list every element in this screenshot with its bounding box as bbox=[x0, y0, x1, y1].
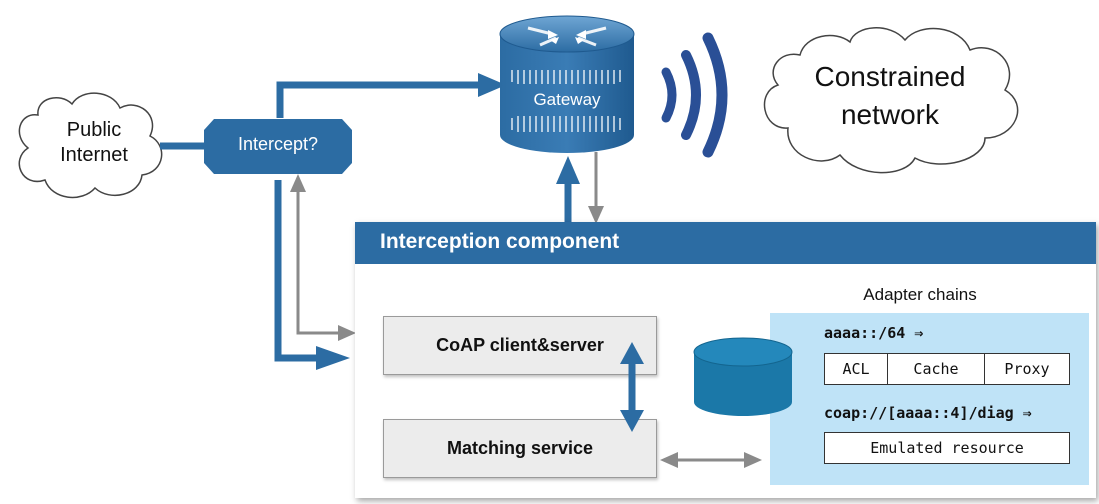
router-icon bbox=[499, 15, 635, 153]
gateway-label: Gateway bbox=[533, 90, 601, 109]
gray-arrowhead-right bbox=[338, 325, 356, 341]
coap-client-server-box[interactable]: CoAP client&server bbox=[383, 316, 657, 375]
constrained-network-cloud bbox=[763, 27, 1019, 174]
adapter-emulated-resource[interactable]: Emulated resource bbox=[870, 439, 1024, 457]
adapter-proxy[interactable]: Proxy bbox=[1004, 360, 1050, 378]
adapter-chain-1: ACL Cache Proxy bbox=[824, 353, 1070, 385]
intercept-to-coap-path bbox=[274, 180, 322, 362]
constrained-network-line2: network bbox=[840, 99, 940, 130]
coap-client-server-label: CoAP client&server bbox=[436, 335, 604, 355]
public-internet-line2: Internet bbox=[60, 144, 128, 166]
adapter-chain-2: Emulated resource bbox=[824, 432, 1070, 464]
adapter-acl[interactable]: ACL bbox=[825, 354, 888, 384]
intercept-to-coap-arrowhead bbox=[316, 346, 350, 370]
component-to-gateway-arrowhead bbox=[556, 156, 580, 184]
matching-service-box[interactable]: Matching service bbox=[383, 419, 657, 478]
public-internet-label: Public Internet bbox=[48, 118, 140, 168]
public-internet-line1: Public bbox=[66, 119, 122, 141]
matching-service-label: Matching service bbox=[446, 438, 594, 458]
chain-route-2: coap://[aaaa::4]/diag ⇒ bbox=[824, 404, 1032, 422]
interception-component-title: Interception component bbox=[380, 230, 620, 253]
intercept-coap-gray-path bbox=[296, 190, 340, 335]
intercept-node-label: Intercept? bbox=[237, 134, 319, 154]
adapter-chains-heading: Adapter chains bbox=[863, 285, 977, 304]
public-internet-cloud bbox=[18, 92, 163, 199]
intercept-node-shape bbox=[204, 119, 352, 174]
chain-route-1: aaaa::/64 ⇒ bbox=[824, 324, 924, 342]
interception-component-header bbox=[355, 222, 1096, 264]
constrained-network-line1: Constrained bbox=[814, 61, 966, 92]
gray-arrowhead-up bbox=[290, 174, 306, 192]
adapter-cache[interactable]: Cache bbox=[888, 354, 985, 384]
constrained-network-label: Constrained network bbox=[790, 58, 990, 134]
wifi-signal-icon bbox=[661, 32, 728, 158]
intercept-to-gateway-path bbox=[276, 81, 485, 118]
intercept-to-gateway-arrowhead bbox=[478, 73, 506, 97]
gateway-to-component-arrowhead bbox=[588, 206, 604, 224]
